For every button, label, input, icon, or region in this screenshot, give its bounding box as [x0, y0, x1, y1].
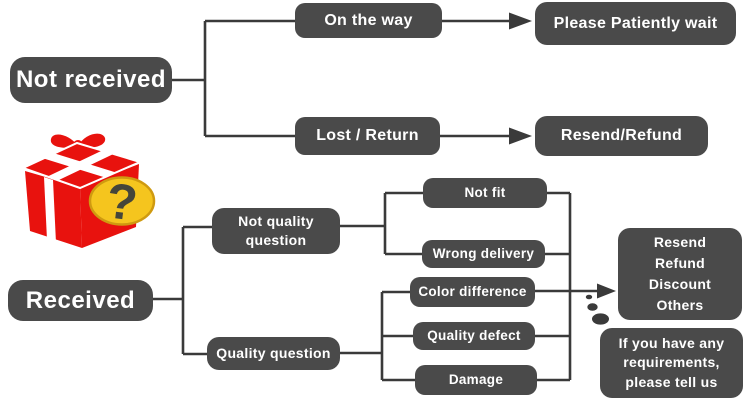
arrowhead-icon — [509, 12, 532, 30]
node-quality-question: Quality question — [207, 337, 340, 370]
outcome-option: Discount — [648, 276, 712, 292]
node-on-the-way: On the way — [295, 3, 442, 38]
question-mark-icon: ? — [103, 172, 140, 231]
node-color-difference: Color difference — [410, 277, 535, 307]
note-line: If you have any — [618, 334, 725, 351]
node-label-line: Not quality — [238, 213, 314, 229]
node-resend-refund: Resend/Refund — [535, 116, 708, 156]
thought-dot — [587, 303, 598, 311]
arrowhead-icon — [509, 127, 532, 145]
thought-dot — [585, 294, 593, 300]
gift-ribbon-vertical — [44, 177, 56, 243]
node-lost-return: Lost / Return — [295, 117, 440, 155]
arrowhead-icon — [597, 283, 616, 299]
question-badge — [88, 176, 156, 226]
node-damage: Damage — [415, 365, 537, 395]
gift-box-icon: ? — [20, 133, 156, 248]
node-quality-defect: Quality defect — [413, 322, 535, 350]
node-not-received: Not received — [10, 57, 172, 103]
thought-dot — [592, 313, 609, 325]
node-not-quality-question: Not quality question — [212, 208, 340, 254]
note-line: requirements, — [623, 354, 720, 371]
node-outcome-options: Resend Refund Discount Others — [618, 228, 742, 320]
note-line: please tell us — [625, 373, 718, 390]
node-label-line: question — [245, 232, 307, 248]
outcome-option: Resend — [653, 234, 707, 250]
node-wrong-delivery: Wrong delivery — [422, 240, 545, 268]
node-received: Received — [8, 280, 153, 321]
node-not-fit: Not fit — [423, 178, 547, 208]
node-please-patiently-wait: Please Patiently wait — [535, 2, 736, 45]
outcome-option: Others — [656, 297, 704, 313]
node-requirements-note: If you have any requirements, please tel… — [600, 328, 743, 398]
outcome-option: Refund — [654, 255, 705, 271]
